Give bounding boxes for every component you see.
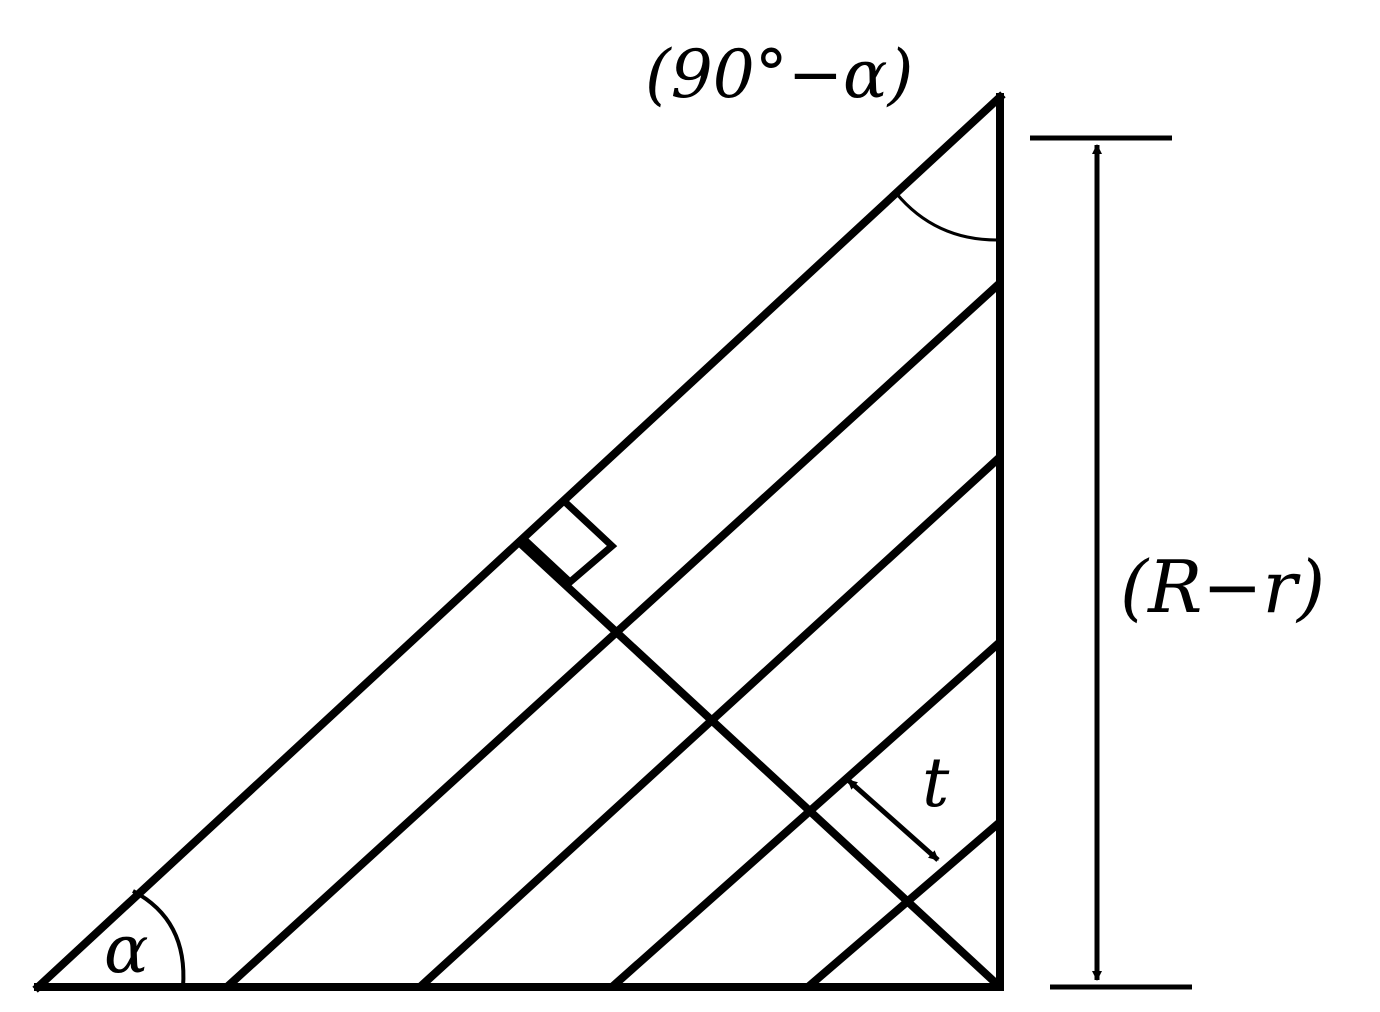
- layer-line-3: [609, 639, 1003, 990]
- height-label: (R−r): [1120, 545, 1325, 629]
- thickness-arrow: [846, 778, 940, 862]
- top-angle-arc: [894, 192, 998, 242]
- top-angle-label: (90°−α): [645, 36, 913, 113]
- layer-line-1: [224, 280, 1003, 990]
- layer-line-4: [805, 818, 1003, 991]
- bottom-angle-label: α: [104, 911, 149, 988]
- triangle-outline: [32, 91, 1006, 993]
- normal-line: [517, 540, 1003, 990]
- triangle-hypotenuse: [32, 91, 1006, 993]
- right-angle-marker: [522, 499, 618, 587]
- bottom-angle-arc: [132, 889, 186, 988]
- thickness-label: t: [922, 744, 950, 823]
